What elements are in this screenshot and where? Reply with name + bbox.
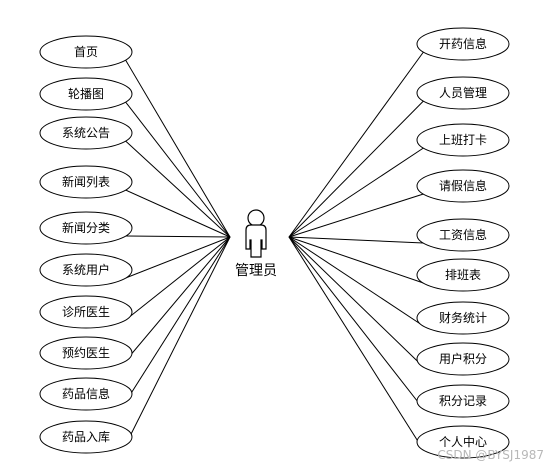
association-line	[288, 236, 424, 244]
use-case-right-10: 个人中心	[416, 425, 510, 459]
use-case-left-1: 首页	[39, 35, 133, 69]
use-case-ellipse	[39, 377, 133, 411]
use-case-ellipse	[416, 123, 510, 157]
use-case-right-2: 人员管理	[416, 76, 510, 110]
use-case-left-4: 新闻列表	[39, 165, 133, 199]
use-case-left-5: 新闻分类	[39, 211, 133, 245]
use-case-right-6: 排班表	[416, 258, 510, 292]
use-case-label: 轮播图	[68, 87, 104, 101]
association-line	[288, 51, 424, 238]
use-case-ellipse	[39, 165, 133, 199]
association-line	[288, 193, 424, 238]
association-line	[125, 189, 231, 238]
use-case-ellipse	[416, 342, 510, 376]
association-line	[288, 236, 424, 410]
use-case-right-9: 积分记录	[416, 384, 510, 418]
use-case-left-9: 药品信息	[39, 377, 133, 411]
use-case-label: 财务统计	[439, 310, 487, 325]
use-case-label: 开药信息	[439, 36, 487, 51]
use-case-right-8: 用户积分	[416, 342, 510, 376]
use-case-ellipse	[39, 35, 133, 69]
user-icon	[245, 209, 267, 258]
use-case-label: 排班表	[445, 268, 481, 282]
association-line	[288, 236, 424, 451]
use-case-left-10: 药品入库	[39, 420, 133, 454]
association-line	[288, 236, 424, 368]
use-case-label: 新闻列表	[62, 174, 110, 189]
use-case-left-7: 诊所医生	[39, 295, 133, 329]
use-case-label: 人员管理	[439, 85, 487, 100]
association-line	[288, 236, 424, 284]
use-case-ellipse	[39, 295, 133, 329]
association-line	[125, 235, 231, 238]
use-case-ellipse	[39, 420, 133, 454]
use-case-label: 预约医生	[62, 345, 110, 360]
actor-label: 管理员	[235, 263, 277, 279]
use-case-ellipse	[39, 77, 133, 111]
use-case-right-4: 请假信息	[416, 169, 510, 203]
use-case-label: 请假信息	[439, 178, 487, 193]
use-case-ellipse	[416, 425, 510, 459]
association-line	[125, 236, 231, 279]
use-case-ellipse	[416, 258, 510, 292]
association-line	[125, 236, 231, 321]
use-case-label: 系统用户	[62, 262, 110, 277]
use-case-ellipse	[39, 336, 133, 370]
use-case-label: 诊所医生	[62, 305, 110, 319]
use-case-ellipse	[416, 169, 510, 203]
use-case-label: 药品信息	[62, 386, 110, 401]
use-case-label: 药品入库	[62, 429, 110, 444]
use-case-label: 首页	[74, 45, 98, 59]
use-case-ellipse	[416, 76, 510, 110]
association-line	[125, 236, 231, 403]
association-line	[288, 147, 424, 238]
use-case-right-1: 开药信息	[416, 27, 510, 61]
association-lines	[125, 51, 424, 451]
association-line	[125, 236, 231, 362]
use-case-left-8: 预约医生	[39, 336, 133, 370]
use-case-ellipse	[39, 211, 133, 245]
association-line	[288, 100, 424, 238]
use-case-ellipse	[416, 27, 510, 61]
use-case-label: 个人中心	[439, 434, 487, 449]
use-case-ellipse	[416, 301, 510, 335]
association-line	[125, 236, 231, 446]
use-case-ellipse	[39, 253, 133, 287]
association-line	[125, 140, 231, 238]
use-case-label: 用户积分	[439, 351, 487, 366]
use-case-label: 工资信息	[439, 227, 487, 242]
use-case-ellipse	[416, 218, 510, 252]
use-case-left-3: 系统公告	[39, 116, 133, 150]
use-case-label: 上班打卡	[439, 133, 487, 147]
use-case-left-2: 轮播图	[39, 77, 133, 111]
actor: 管理员	[235, 209, 277, 279]
association-line	[288, 236, 424, 327]
use-case-ellipse	[416, 384, 510, 418]
association-line	[125, 59, 231, 238]
association-line	[125, 101, 231, 238]
watermark: CSDN @BYSJ1987	[437, 448, 544, 462]
use-case-label: 新闻分类	[62, 220, 110, 235]
use-case-right-5: 工资信息	[416, 218, 510, 252]
use-case-label: 系统公告	[62, 126, 110, 140]
use-case-right-3: 上班打卡	[416, 123, 510, 157]
use-case-ellipse	[39, 116, 133, 150]
use-case-label: 积分记录	[439, 394, 487, 408]
use-case-left-6: 系统用户	[39, 253, 133, 287]
use-case-right-7: 财务统计	[416, 301, 510, 335]
